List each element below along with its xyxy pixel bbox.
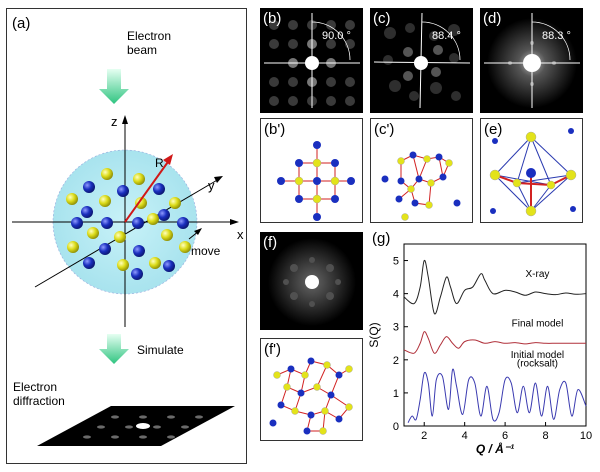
x-tick-label: 2 xyxy=(421,430,427,442)
panel-c2-label: (c') xyxy=(374,121,395,138)
move-label: move xyxy=(191,244,221,258)
panel-b2: (b') xyxy=(260,118,363,223)
panel-c2: (c') xyxy=(370,118,473,223)
panel-d-label: (d) xyxy=(483,10,502,27)
panel-f2-label: (f') xyxy=(264,341,282,358)
annotation-xray: X-ray xyxy=(526,269,550,280)
y-tick-label: 1 xyxy=(393,388,399,400)
diffraction-label-line1: Electron xyxy=(13,380,57,394)
panel-a-label: (a) xyxy=(12,15,31,32)
panel-e-structure xyxy=(489,128,577,217)
chart-xlabel: Q / Å⁻¹ xyxy=(476,442,514,456)
panel-f2-structure xyxy=(269,357,353,435)
series-line-0 xyxy=(403,259,587,315)
panel-b-angle: 90.0 ° xyxy=(322,30,351,42)
panel-g-label: (g) xyxy=(372,230,391,247)
series-line-2 xyxy=(407,368,587,423)
panel-b-pattern xyxy=(264,13,360,108)
radius-label: R xyxy=(155,156,164,170)
x-tick-label: 10 xyxy=(580,430,592,442)
panel-d: (d) 88.3 ° xyxy=(480,8,583,113)
panel-f-label: (f) xyxy=(263,234,278,251)
y-tick-label: 3 xyxy=(393,322,399,334)
panel-f2: (f') xyxy=(260,338,363,441)
axis-z-label: z xyxy=(111,114,118,129)
panel-a-graphic: z x y xyxy=(12,69,244,446)
panel-e-label: (e) xyxy=(484,121,503,138)
panel-b-label: (b) xyxy=(263,10,282,27)
panel-c-angle: 88.4 ° xyxy=(432,30,461,42)
y-tick-label: 0 xyxy=(393,421,399,433)
panel-b2-label: (b') xyxy=(264,121,286,138)
simulate-arrow xyxy=(99,334,129,364)
panel-f-pattern xyxy=(268,238,356,326)
panel-c-pattern xyxy=(373,12,471,109)
axis-y-label: y xyxy=(208,178,215,193)
y-tick-label: 2 xyxy=(393,355,399,367)
diffraction-label-line2: diffraction xyxy=(13,394,65,408)
y-tick-label: 4 xyxy=(393,289,399,301)
panel-a: (a) Electron beam xyxy=(6,8,247,464)
beam-arrow xyxy=(99,69,129,104)
panel-f: (f) xyxy=(260,232,363,330)
panel-c2-structure xyxy=(381,151,461,221)
panel-c-label: (c) xyxy=(373,10,391,27)
panel-b2-structure xyxy=(277,141,355,221)
beam-label-line2: beam xyxy=(127,43,158,57)
axis-x-label: x xyxy=(237,227,244,242)
annotation-initial-1: Initial model xyxy=(511,350,564,361)
simulate-label: Simulate xyxy=(137,343,184,357)
annotation-final: Final model xyxy=(512,319,564,330)
y-tick-label: 5 xyxy=(393,256,399,268)
x-tick-label: 6 xyxy=(502,430,508,442)
beam-label: Electron beam xyxy=(127,29,171,57)
beam-label-line1: Electron xyxy=(127,29,172,43)
x-tick-label: 8 xyxy=(542,430,548,442)
chart-frame xyxy=(403,243,587,427)
panel-e: (e) xyxy=(480,118,583,223)
chart-ylabel: S(Q) xyxy=(368,322,381,347)
panel-c: (c) 88.4 ° xyxy=(370,8,473,113)
cluster-atoms xyxy=(66,168,191,280)
series-line-1 xyxy=(403,331,586,354)
annotation-initial-2: (rocksalt) xyxy=(517,358,558,369)
panel-d-pattern xyxy=(484,13,580,108)
x-tick-label: 4 xyxy=(462,430,468,442)
panel-b: (b) 90.0 ° xyxy=(260,8,363,113)
panel-d-angle: 88.3 ° xyxy=(542,30,571,42)
